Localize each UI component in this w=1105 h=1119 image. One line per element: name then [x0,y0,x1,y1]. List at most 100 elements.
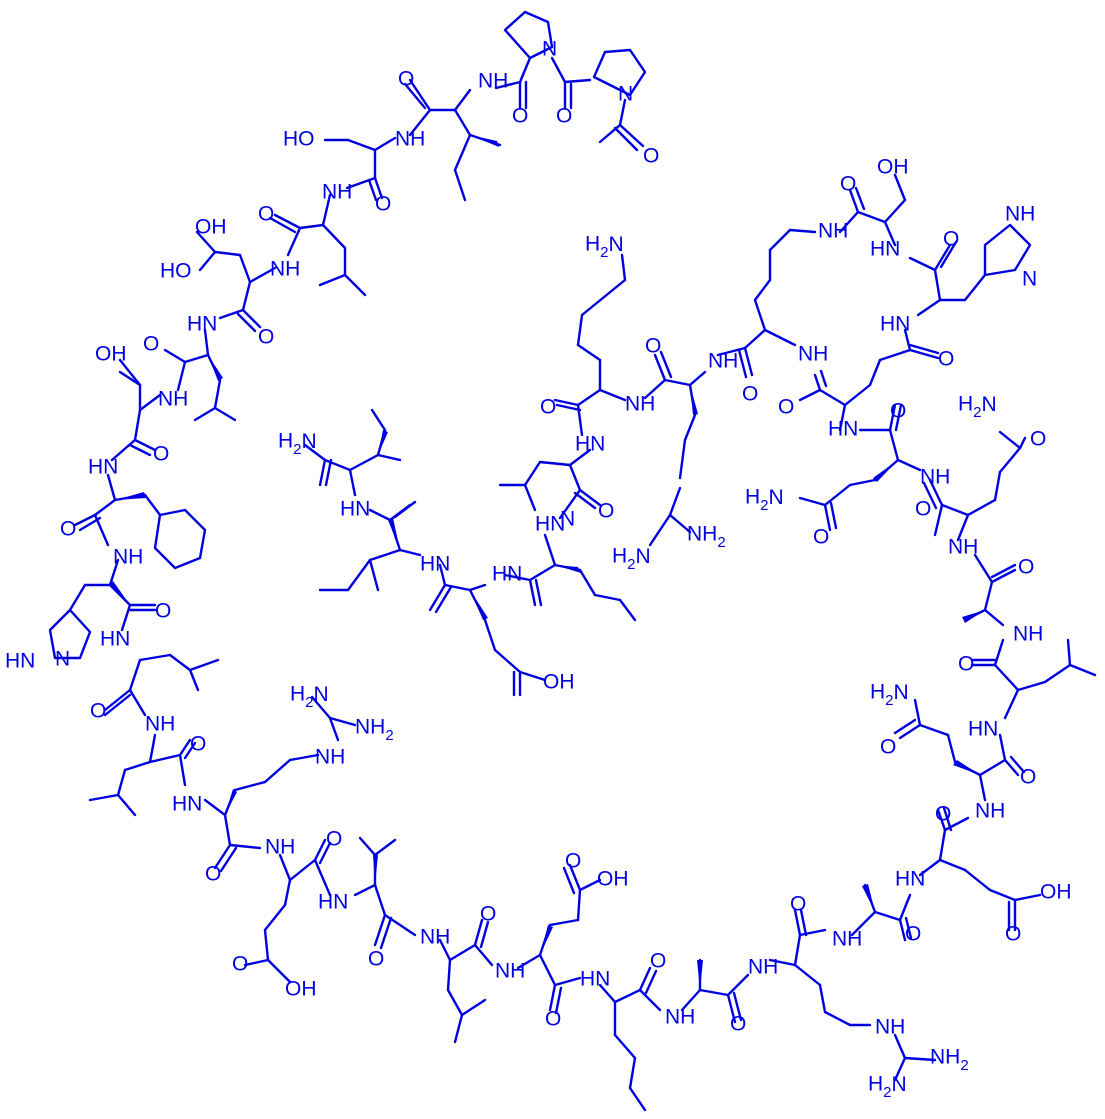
atom-label: NH [395,128,425,151]
atom-label: O [790,893,806,916]
atom-label: O [742,383,758,406]
atom-label: O [935,803,951,826]
atom-label: O [1018,556,1034,579]
atom-label: O [1020,766,1036,789]
atom-label: NH [875,1016,905,1039]
atom-label: N [55,648,70,671]
atom-label: O [90,700,106,723]
atom-label: HN [100,628,130,651]
atom-label: HN [535,513,565,536]
atom-label: O [880,736,896,759]
atom-label: O [650,950,666,973]
atom-label: O [153,443,169,466]
atom-label: O [60,518,76,541]
atom-label: O [143,333,159,356]
atom-label: NH [495,960,525,983]
atom-label: HN [870,238,900,261]
atom-label: OH [597,868,629,891]
atom-label: NH [748,956,778,979]
atom-label: H2N [585,233,624,262]
atom-label: N [542,38,557,61]
atom-label: O [905,923,921,946]
atom-label: O [565,850,581,873]
atom-label: HN [895,868,925,891]
atom-label: H2N [958,393,997,422]
atom-label: O [190,733,206,756]
atom-label: NH [798,343,828,366]
atom-label: N [560,508,575,531]
atom-label: O [480,903,496,926]
atom-label: NH [625,393,655,416]
atom-label: OH [195,216,227,239]
atom-label: O [540,396,556,419]
atom-label: O [890,400,906,423]
atom-label: HN [575,433,605,456]
atom-label: O [1030,428,1046,451]
atom-label: HN [420,553,450,576]
stereo-bonds [110,135,985,990]
atom-label: O [326,828,342,851]
atom-label: OH [285,978,317,1001]
atom-label: O [958,653,974,676]
bond-lines [48,10,1097,1112]
atom-label: O [375,193,391,216]
atom-label: HN [187,313,217,336]
atom-label: NH [832,928,862,951]
atom-label: O [398,68,414,91]
atom-label: NH [1005,203,1035,226]
atom-label: NH2 [930,1046,969,1075]
atom-label: NH [270,258,300,281]
atom-label: NH [1013,623,1043,646]
atom-label: O [368,948,384,971]
atom-label: NH [478,70,508,93]
atom-label: O [813,526,829,549]
atom-label: NH [145,713,175,736]
atom-label: HO [160,260,192,283]
atom-label: O [545,1008,561,1031]
atom-label: O [598,500,614,523]
atom-label: O [645,335,661,358]
atom-label: NH [265,836,295,859]
atom-label: O [1005,923,1021,946]
atom-label: O [840,173,856,196]
atom-label: O [258,203,274,226]
atom-label: HN [828,418,858,441]
atom-label: NH [113,546,143,569]
atom-label: NH [665,1006,695,1029]
atom-label: NH [948,536,978,559]
atom-label: HN [492,563,522,586]
atom-label: HN [580,968,610,991]
atom-label: HN [968,718,998,741]
atom-label: H2N [278,430,317,459]
atom-label: NH2 [355,716,394,745]
atom-label: O [730,1013,746,1036]
atom-labels: NH NH NH N NH N HN NH NH NH HN NH HN NH … [5,38,1072,1102]
atom-label: OH [877,156,909,179]
atom-label: NH [315,746,345,769]
atom-label: O [643,145,659,168]
atom-label: NH [322,181,352,204]
atom-label: N [1022,268,1037,291]
atom-label: H2N [870,681,909,710]
atom-label: NH [708,350,738,373]
atom-label: HN [5,650,35,673]
atom-label: HN [880,313,910,336]
atom-label: O [915,498,931,521]
atom-label: H2N [745,486,784,515]
atom-label: H2N [868,1073,907,1102]
atom-label: HN [318,891,348,914]
atom-label: OH [1040,881,1072,904]
atom-label: HN [340,498,370,521]
atom-label: O [556,105,572,128]
atom-label: O [943,228,959,251]
atom-label: OH [95,343,127,366]
atom-label: O [232,953,248,976]
atom-label: NH [920,466,950,489]
atom-label: O [512,105,528,128]
atom-label: O [778,396,794,419]
atom-label: NH2 [687,523,726,552]
atom-label: HO [283,128,315,151]
atom-label: HN [172,793,202,816]
